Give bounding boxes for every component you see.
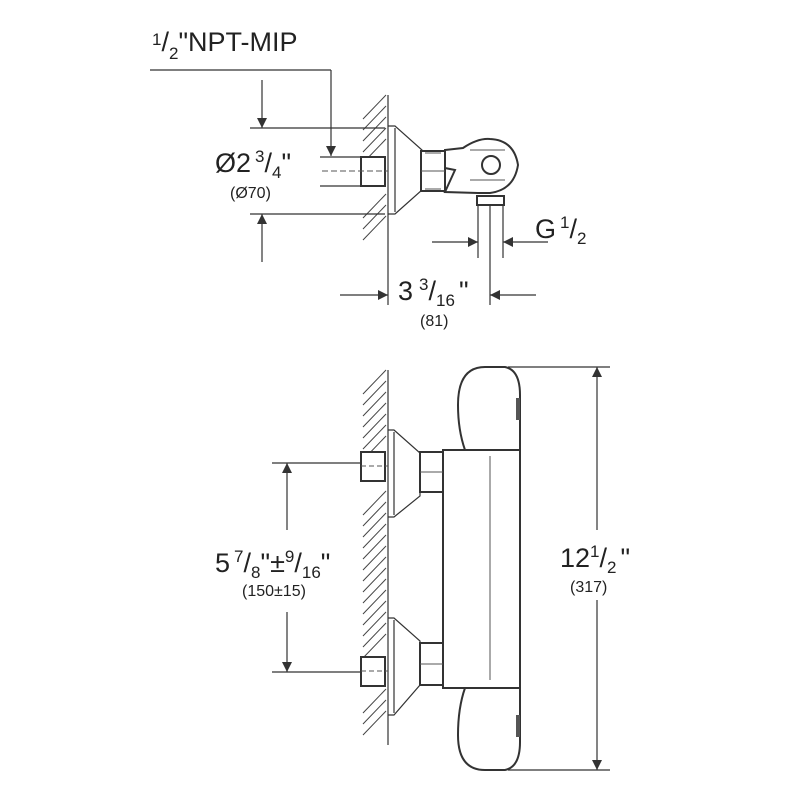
hatch-line	[362, 545, 387, 571]
thermostat-body	[442, 449, 521, 689]
hatch-line	[362, 600, 387, 626]
bottom-cap	[456, 687, 521, 771]
hatch-line	[362, 94, 387, 120]
hatch-line	[362, 534, 387, 560]
svg-text:Ø23/4": Ø23/4"	[215, 147, 291, 182]
valve-head	[443, 137, 520, 305]
hatch-line	[362, 380, 387, 406]
hatch-line	[362, 116, 387, 142]
thread-label: 1/2"NPT-MIP	[150, 27, 336, 156]
hatch-line	[362, 611, 387, 637]
hatch-line	[362, 424, 387, 450]
svg-text:(Ø70): (Ø70)	[230, 185, 271, 202]
hatch-line	[362, 688, 387, 714]
svg-text:33/16": 33/16"	[398, 275, 469, 310]
hatch-line	[362, 578, 387, 604]
hatch-line	[362, 127, 387, 153]
height-dimension: 121/2" (317)	[508, 366, 630, 771]
cap-button	[516, 398, 520, 420]
svg-text:57/8"±9/16": 57/8"±9/16"	[215, 547, 330, 582]
hatch-line	[362, 215, 387, 241]
hatch-line	[362, 105, 387, 131]
hatch-line	[362, 369, 387, 395]
hatch-line	[362, 501, 387, 527]
svg-text:121/2": 121/2"	[560, 542, 630, 577]
hatch-line	[362, 391, 387, 417]
hatch-line	[362, 589, 387, 615]
top-cap	[456, 366, 521, 451]
hatch-line	[362, 567, 387, 593]
hex-nut	[420, 150, 446, 192]
cap-button	[516, 715, 520, 737]
wall-flange	[388, 125, 423, 215]
hatch-line	[362, 699, 387, 725]
svg-text:(81): (81)	[420, 313, 448, 330]
hatch-line	[362, 204, 387, 230]
svg-text:G1/2: G1/2	[535, 213, 586, 248]
hatch-line	[362, 512, 387, 538]
hatch-line	[362, 556, 387, 582]
hatch-line	[362, 622, 387, 648]
outlet-connector	[476, 195, 505, 206]
hatch-line	[362, 710, 387, 736]
hatch-line	[362, 523, 387, 549]
hatch-line	[362, 402, 387, 428]
hatch-line	[362, 413, 387, 439]
svg-text:1/2"NPT-MIP: 1/2"NPT-MIP	[152, 27, 298, 63]
wall-hatch-side	[362, 369, 387, 736]
hatch-line	[362, 633, 387, 659]
svg-text:(317): (317)	[570, 579, 607, 596]
svg-text:(150±15): (150±15)	[242, 583, 306, 600]
lower-connector	[360, 617, 444, 716]
upper-connector	[360, 429, 444, 518]
hatch-line	[362, 490, 387, 516]
